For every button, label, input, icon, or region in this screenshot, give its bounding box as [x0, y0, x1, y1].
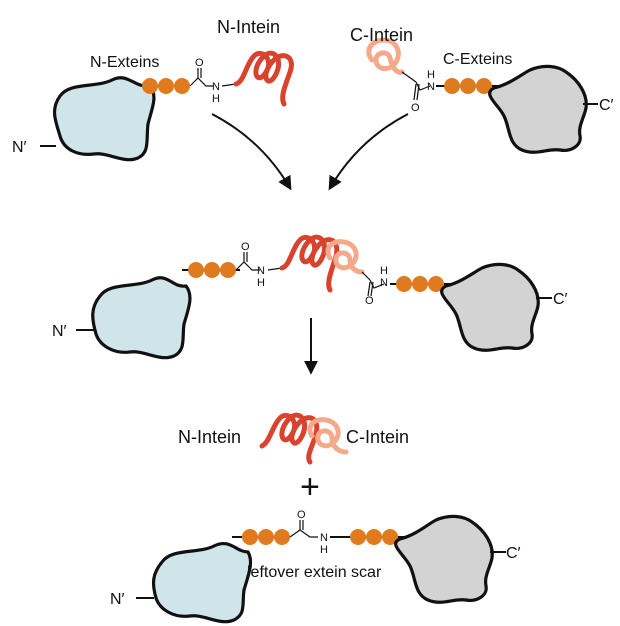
c-terminus-label-top: C′: [599, 97, 614, 114]
amide-oxygen-label: O: [411, 102, 420, 114]
amide-oxygen-label: O: [297, 509, 306, 521]
c-extein-bead: [382, 529, 398, 545]
n-terminus-label-bottom: N′: [110, 591, 125, 608]
amide-hydrogen-label: H: [257, 277, 265, 289]
amide-nitrogen-label: N: [427, 81, 435, 93]
amide-bond: [235, 261, 260, 271]
n-extein-bead: [258, 529, 274, 545]
c-extein-bead: [350, 529, 366, 545]
c-protein-blob: [440, 262, 540, 352]
c-extein-bead: [476, 78, 492, 94]
c-intein-coil: [366, 37, 405, 75]
c-protein-blob: [488, 64, 588, 154]
c-extein-bead: [396, 276, 412, 292]
amide-oxygen-label: O: [365, 295, 374, 307]
n-extein-bead: [274, 529, 290, 545]
amide-nitrogen-label: N: [257, 265, 265, 277]
c-extein-bead: [366, 529, 382, 545]
amide-oxygen-label: O: [195, 57, 204, 69]
c-extein-bead: [460, 78, 476, 94]
c-intein-label-bottom: C-Intein: [346, 427, 409, 447]
amide-bond: [189, 77, 214, 87]
intein-complex-middle: O N H O H N: [76, 234, 552, 360]
c-intein-label-top: C-Intein: [350, 25, 413, 45]
c-protein-blob: [394, 514, 494, 604]
ligated-product: O N H: [136, 509, 506, 624]
c-extein-bead: [428, 276, 444, 292]
amide-bond: [369, 279, 385, 289]
amide-hydrogen-label: H: [212, 93, 220, 105]
amide-bond: [415, 81, 431, 91]
n-extein-protein-top: O N H: [40, 50, 294, 162]
n-intein-label-top: N-Intein: [217, 17, 280, 37]
n-extein-bead: [242, 529, 258, 545]
n-extein-bead: [142, 78, 158, 94]
n-extein-bead: [158, 78, 174, 94]
amide-nitrogen-label: N: [320, 532, 328, 544]
n-intein-coil: [259, 412, 320, 465]
c-terminus-label-bottom: C′: [506, 545, 521, 562]
c-exteins-label: C-Exteins: [443, 51, 512, 68]
n-extein-bead: [220, 262, 236, 278]
c-terminus-label-middle: C′: [553, 291, 568, 308]
plus-sign: +: [300, 468, 320, 506]
amide-bond: [289, 529, 318, 538]
n-terminus-label-middle: N′: [52, 323, 67, 340]
amide-nitrogen-label: N: [212, 81, 220, 93]
n-protein-blob: [91, 276, 192, 360]
n-protein-blob: [52, 76, 156, 162]
arrow-right-to-center: [328, 113, 409, 191]
n-terminus-label-top: N′: [12, 139, 27, 156]
amide-nitrogen-label: N: [380, 277, 388, 289]
arrow-left-to-center: [211, 113, 292, 191]
amide-oxygen-label: O: [241, 241, 250, 253]
c-intein-coil: [325, 239, 365, 275]
c-extein-bead: [444, 78, 460, 94]
c-intein-coil: [307, 417, 349, 455]
amide-hydrogen-label: H: [320, 544, 328, 556]
c-extein-protein-top: O H N: [366, 37, 598, 154]
n-intein-label-bottom: N-Intein: [178, 427, 241, 447]
n-extein-bead: [188, 262, 204, 278]
amide-hydrogen-label: H: [380, 265, 388, 277]
n-intein-coil: [233, 50, 294, 107]
n-exteins-label: N-Exteins: [90, 54, 159, 71]
n-extein-bead: [174, 78, 190, 94]
leftover-extein-scar-label: leftover extein scar: [247, 564, 382, 581]
n-intein-coil: [279, 234, 340, 293]
n-extein-bead: [204, 262, 220, 278]
excised-intein-pair: [259, 412, 349, 465]
amide-hydrogen-label: H: [427, 69, 435, 81]
c-extein-bead: [412, 276, 428, 292]
n-protein-blob: [151, 541, 253, 624]
